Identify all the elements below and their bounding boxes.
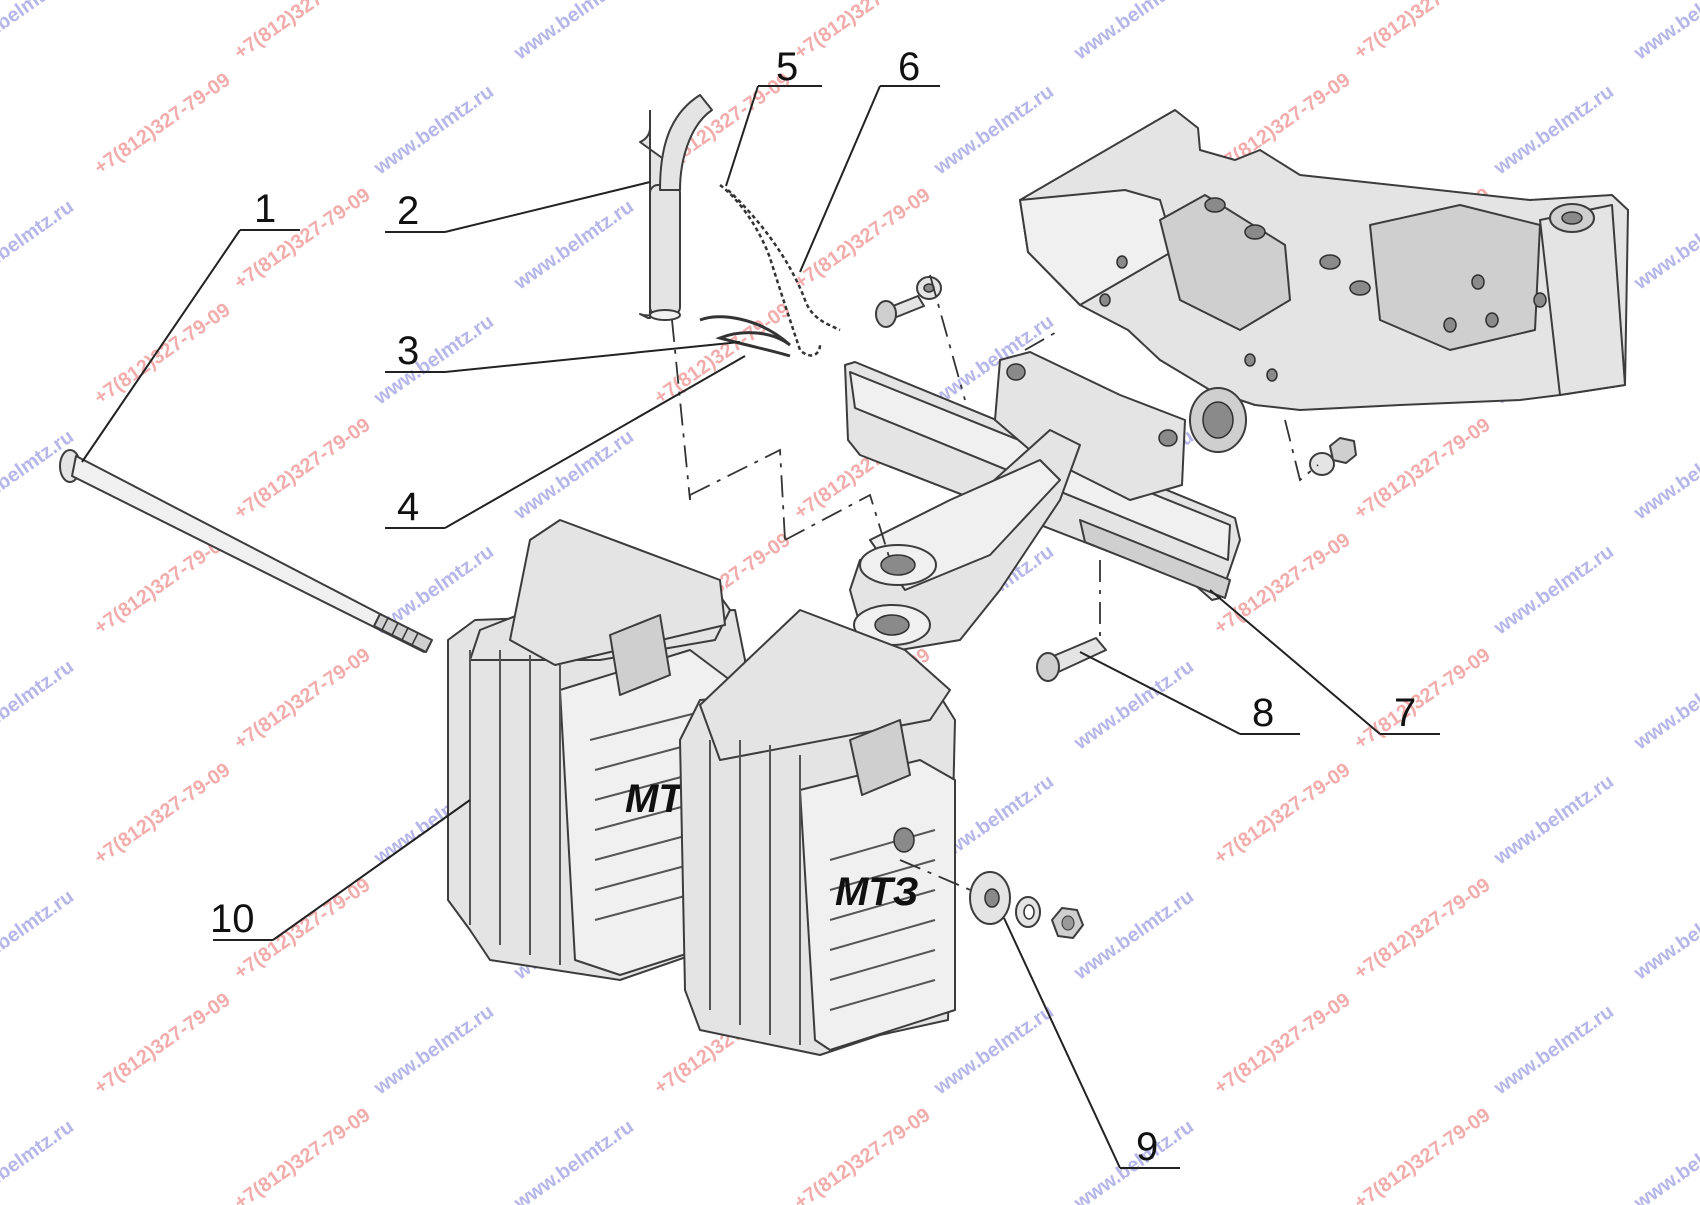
callout-9: 9	[1136, 1125, 1158, 1169]
watermark-phone: +7(812)327-79-09	[1350, 1104, 1494, 1205]
watermark-site: www.belmtz.ru	[1069, 886, 1197, 985]
callout-labels: 1 2 3 4 5 6 7 8 9 10	[210, 45, 1416, 1169]
callout-6: 6	[898, 45, 920, 89]
watermark-phone: +7(812)327-79-09	[90, 989, 234, 1099]
part-9-washer-nut-set	[969, 871, 1084, 939]
watermark-site: www.belmtz.ru	[0, 0, 78, 65]
callout-8: 8	[1252, 691, 1274, 735]
bracket-bolt-upper	[875, 276, 942, 328]
watermark-site: www.belmtz.ru	[1489, 1001, 1617, 1100]
watermark-phone: +7(812)327-79-09	[1350, 414, 1494, 524]
watermark-phone: +7(812)327-79-09	[230, 1104, 374, 1205]
callout-3: 3	[397, 329, 419, 373]
watermark-site: www.belmtz.ru	[929, 81, 1057, 180]
watermark-phone: +7(812)327-79-09	[90, 759, 234, 869]
callout-1: 1	[254, 187, 276, 231]
watermark-phone: +7(812)327-79-09	[1210, 759, 1354, 869]
watermark-site: www.belmtz.ru	[1489, 771, 1617, 870]
watermark-site: www.belmtz.ru	[0, 196, 78, 295]
watermark-phone: +7(812)327-79-09	[230, 0, 374, 64]
watermark-site: www.belmtz.ru	[1629, 426, 1700, 525]
watermark-site: www.belmtz.ru	[0, 886, 78, 985]
watermark-site: www.belmtz.ru	[369, 311, 497, 410]
part-1-tie-rod	[59, 449, 433, 653]
callout-4: 4	[397, 485, 419, 529]
watermark-site: www.belmtz.ru	[1069, 0, 1197, 65]
watermark-phone: +7(812)327-79-09	[230, 414, 374, 524]
part-10-front-weights: МТЗ	[447, 519, 746, 981]
assembly-axes	[671, 274, 1319, 893]
watermark-phone: +7(812)327-79-09	[1210, 989, 1354, 1099]
watermark-phone: +7(812)327-79-09	[230, 644, 374, 754]
watermark-site: www.belmtz.ru	[1489, 81, 1617, 180]
watermark-site: www.belmtz.ru	[1069, 656, 1197, 755]
watermark-site: www.belmtz.ru	[1629, 656, 1700, 755]
watermark-site: www.belmtz.ru	[1629, 0, 1700, 65]
tractor-front-frame	[1019, 109, 1629, 453]
rear-weight-logo: МТЗ	[835, 870, 918, 914]
part-8-bolt	[1036, 637, 1107, 682]
watermark-site: www.belmtz.ru	[509, 0, 637, 65]
frame-nut-washer	[1309, 437, 1357, 476]
part-3-4-spring-clip	[699, 315, 792, 358]
watermark-site: www.belmtz.ru	[509, 1116, 637, 1205]
watermark-site: www.belmtz.ru	[1629, 1116, 1700, 1205]
watermark-site: www.belmtz.ru	[1489, 541, 1617, 640]
watermark-phone: +7(812)327-79-09	[1350, 0, 1494, 64]
watermark-phone: +7(812)327-79-09	[1350, 644, 1494, 754]
callout-7: 7	[1394, 691, 1416, 735]
watermark-site: www.belmtz.ru	[369, 81, 497, 180]
watermark-phone: +7(812)327-79-09	[1350, 874, 1494, 984]
part-5-6-chain	[719, 184, 841, 357]
watermark-phone: +7(812)327-79-09	[790, 1104, 934, 1205]
watermark-phone: +7(812)327-79-09	[90, 69, 234, 179]
part-2-pin	[639, 94, 713, 321]
front-weight-stack-second: МТЗ	[679, 609, 956, 1056]
callout-5: 5	[776, 45, 798, 89]
watermark-site: www.belmtz.ru	[0, 656, 78, 755]
watermark-phone: +7(812)327-79-09	[90, 299, 234, 409]
watermark-site: www.belmtz.ru	[369, 1001, 497, 1100]
watermark-site: www.belmtz.ru	[1629, 196, 1700, 295]
leader-lines	[81, 85, 1440, 1169]
part-7-ballast-bracket	[844, 351, 1241, 651]
callout-10: 10	[210, 897, 255, 941]
callout-2: 2	[397, 189, 419, 233]
watermark-phone: +7(812)327-79-09	[230, 184, 374, 294]
watermark-site: www.belmtz.ru	[509, 196, 637, 295]
watermark-site: www.belmtz.ru	[509, 426, 637, 525]
watermark-site: www.belmtz.ru	[1069, 1116, 1197, 1205]
watermark-phone: +7(812)327-79-09	[790, 184, 934, 294]
watermark-site: www.belmtz.ru	[1629, 886, 1700, 985]
watermark-site: www.belmtz.ru	[0, 1116, 78, 1205]
